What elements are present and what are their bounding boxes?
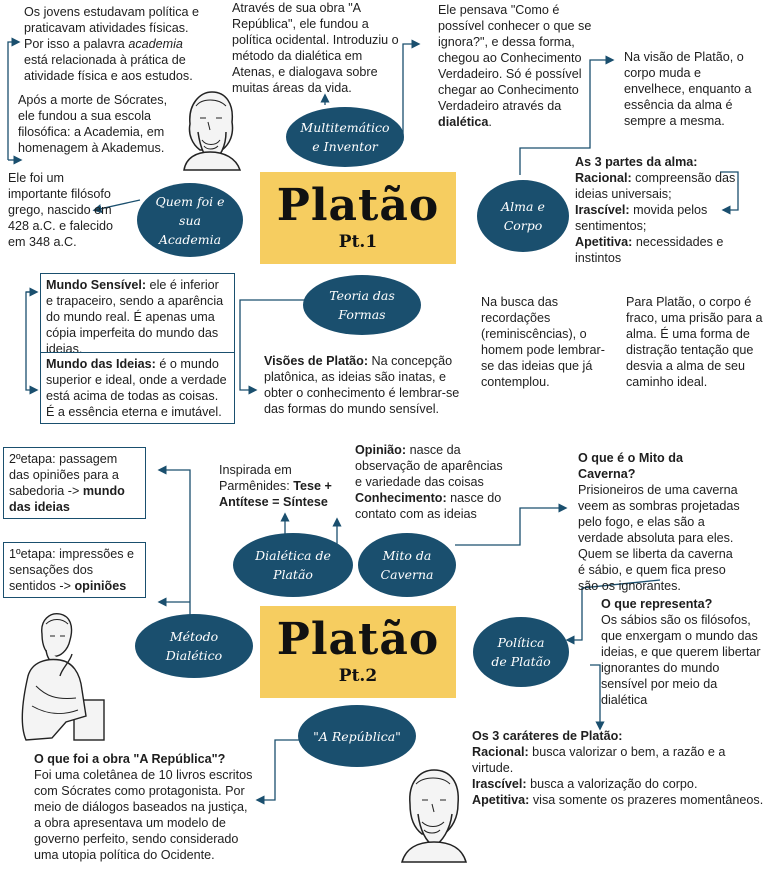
pensava-text-a: Ele pensava "Como é possível conhecer o …: [438, 3, 592, 113]
mito-title: O que é o Mito da Caverna?: [578, 451, 683, 481]
representa-title: O que representa?: [601, 597, 713, 611]
plato-bust-bottom-icon: [392, 764, 474, 864]
title-part1-sub: Pt.1: [338, 232, 378, 252]
title-part2-main: Platão: [276, 614, 440, 665]
oval-dialetica: Dialética de Platão: [233, 533, 353, 597]
title-part1-main: Platão: [276, 180, 440, 231]
jovens-text-a: Os jovens estudavam política e praticava…: [24, 5, 200, 51]
text-republica-obra: Através de sua obra "A República", ele f…: [232, 1, 399, 95]
plato-bust-icon: [170, 84, 250, 172]
text-partes-alma: As 3 partes da alma: Racional: compreens…: [575, 154, 765, 266]
text-morte-socrates: Após a morte de Sócrates, ele fundou a s…: [18, 93, 168, 155]
text-visao-corpo: Na visão de Platão, o corpo muda e envel…: [624, 50, 752, 128]
text-corpo-prisao: Para Platão, o corpo é fraco, uma prisão…: [626, 295, 763, 389]
irascivel-text: movida pelos sentimentos;: [575, 203, 708, 233]
text-visoes: Visões de Platão: Na concepção platônica…: [264, 353, 460, 417]
title-part1: Platão Pt.1: [260, 172, 456, 264]
etapa2-text-b: mundo das ideias: [9, 484, 125, 514]
oval-mito: Mito da Caverna: [358, 533, 456, 597]
opiniao-label: Opinião:: [355, 443, 407, 457]
title-part2-sub: Pt.2: [338, 666, 378, 686]
partes-alma-title: As 3 partes da alma:: [575, 155, 698, 169]
jovens-text-em: academia: [128, 37, 183, 51]
oval-metodo: Método Dialético: [135, 614, 253, 678]
irascivel-label: Irascível:: [575, 203, 630, 217]
box-mundo-sensivel: Mundo Sensível: ele é inferior e trapace…: [40, 273, 235, 361]
text-obra: O que foi a obra "A República"? Foi uma …: [34, 751, 258, 863]
socrates-statue-icon: [6, 606, 116, 746]
oval-multitematico: Multitemático e Inventor: [286, 107, 404, 167]
c-irascivel-label: Irascível:: [472, 777, 527, 791]
etapa2-text-a: 2ºetapa: passagem das opiniões para a sa…: [9, 452, 119, 498]
c-racional-label: Racional:: [472, 745, 529, 759]
apetitiva-label: Apetitiva:: [575, 235, 633, 249]
c-apetitiva-text: visa somente os prazeres momentâneos.: [529, 793, 764, 807]
visoes-label: Visões de Platão:: [264, 354, 369, 368]
text-opiniao-conhecimento: Opinião: nasce da observação de aparênci…: [355, 442, 505, 522]
oval-politica: Política de Platão: [473, 617, 569, 687]
obra-title: O que foi a obra "A República"?: [34, 752, 226, 766]
ideias-text: é o mundo superior e ideal, onde a verda…: [46, 357, 227, 419]
racional-text: compreensão das ideias universais;: [575, 171, 736, 201]
pensava-text-c: .: [488, 115, 492, 129]
jovens-text-b: está relacionada à prática de atividade …: [24, 53, 193, 83]
inspirada-text-b: Tese + Antítese = Síntese: [219, 479, 332, 509]
sensivel-label: Mundo Sensível:: [46, 278, 147, 292]
obra-text: Foi uma coletânea de 10 livros escritos …: [34, 768, 253, 862]
oval-republica: "A República": [298, 705, 416, 767]
conhecimento-text: nasce do contato com as ideias: [355, 491, 502, 521]
box-mundo-ideias: Mundo das Ideias: é o mundo superior e i…: [40, 352, 235, 424]
text-filosofo: Ele foi um importante filósofo grego, na…: [8, 171, 114, 249]
ideias-label: Mundo das Ideias:: [46, 357, 156, 371]
pensava-text-b: dialética: [438, 115, 489, 129]
text-caracteres: Os 3 caráteres de Platão: Racional: busc…: [472, 728, 764, 808]
oval-alma-corpo: Alma e Corpo: [477, 180, 569, 252]
text-inspirada: Inspirada em Parmênides: Tese + Antítese…: [219, 462, 337, 510]
racional-label: Racional:: [575, 171, 632, 185]
title-part2: Platão Pt.2: [260, 606, 456, 698]
carateres-title: Os 3 caráteres de Platão:: [472, 729, 623, 743]
c-apetitiva-label: Apetitiva:: [472, 793, 530, 807]
text-recordacoes: Na busca das recordações (reminiscências…: [481, 295, 605, 389]
text-representa: O que representa? Os sábios são os filós…: [601, 596, 761, 708]
oval-teoria-formas: Teoria das Formas: [303, 275, 421, 335]
etapa1-text-b: opiniões: [74, 579, 127, 593]
text-pensava: Ele pensava "Como é possível conhecer o …: [438, 2, 603, 130]
box-etapa1: 1ºetapa: impressões e sensações dos sent…: [3, 542, 146, 598]
text-mito: O que é o Mito da Caverna? Prisioneiros …: [578, 450, 743, 594]
representa-text: Os sábios são os filósofos, que enxergam…: [601, 613, 761, 707]
visoes-text: Na concepção platônica, as ideias são in…: [264, 354, 460, 416]
apetitiva-text: necessidades e instintos: [575, 235, 724, 265]
oval-quem-foi: Quem foi e sua Academia: [137, 183, 243, 257]
c-irascivel-text: busca a valorização do corpo.: [526, 777, 698, 791]
mito-text: Prisioneiros de uma caverna veem as somb…: [578, 483, 740, 593]
c-racional-text: busca valorizar o bem, a razão e a virtu…: [472, 745, 726, 775]
opiniao-text: nasce da observação de aparências e vari…: [355, 443, 503, 489]
etapa1-text-a: 1ºetapa: impressões e sensações dos sent…: [9, 547, 135, 593]
inspirada-text-a: Inspirada em Parmênides:: [219, 463, 294, 493]
box-etapa2: 2ºetapa: passagem das opiniões para a sa…: [3, 447, 146, 519]
conhecimento-label: Conhecimento:: [355, 491, 447, 505]
text-jovens: Os jovens estudavam política e praticava…: [24, 4, 204, 84]
